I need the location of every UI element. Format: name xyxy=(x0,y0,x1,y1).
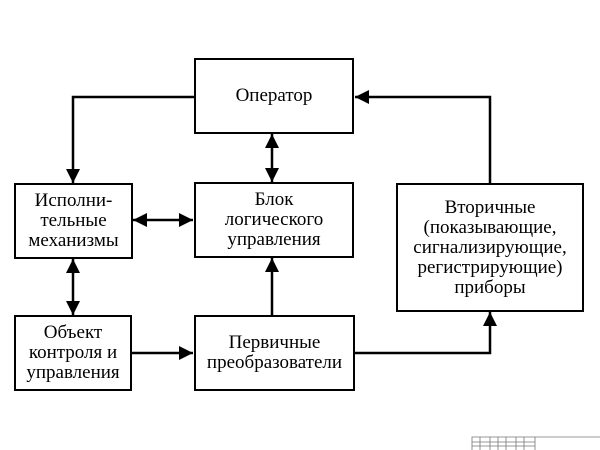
secondary-devices-label: Вторичные (показывающие, сигнализирующие… xyxy=(413,196,567,298)
actuators-label: Исполни- тельные механизмы xyxy=(28,190,119,251)
logic-unit-block: Блок логического управления xyxy=(194,182,354,258)
operator-label: Оператор xyxy=(235,85,313,106)
arrow-operator-to-actuators xyxy=(66,95,195,183)
operator-block: Оператор xyxy=(194,58,354,134)
control-object-block: Объект контроля и управления xyxy=(14,315,132,391)
control-object-label: Объект контроля и управления xyxy=(26,322,120,383)
arrow-transducers-to-secondary xyxy=(355,312,497,355)
secondary-devices-block: Вторичные (показывающие, сигнализирующие… xyxy=(396,183,584,312)
arrow-secondary-to-operator xyxy=(355,90,492,183)
actuators-block: Исполни- тельные механизмы xyxy=(14,183,133,259)
primary-transducers-label: Первичные преобразователи xyxy=(206,332,343,373)
logic-unit-label: Блок логического управления xyxy=(224,189,324,250)
primary-transducers-block: Первичные преобразователи xyxy=(194,315,355,391)
